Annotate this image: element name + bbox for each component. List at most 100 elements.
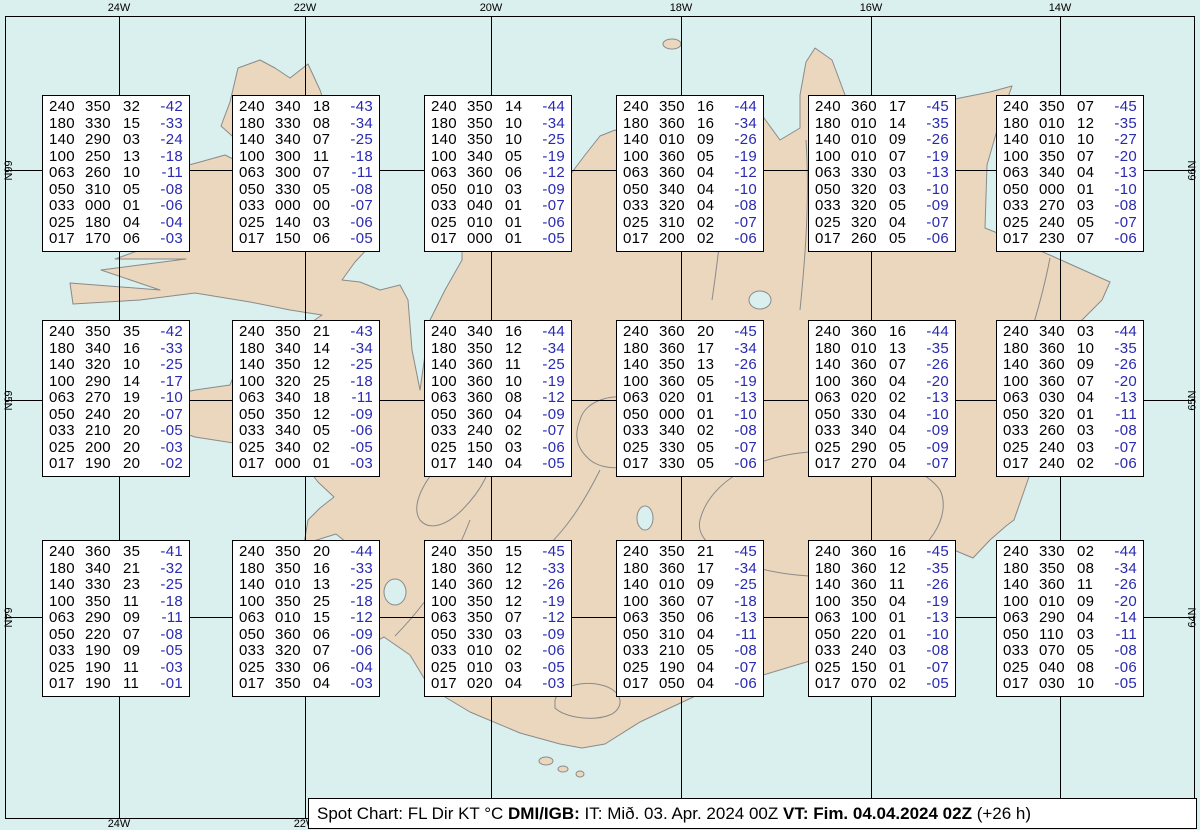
dir-value: 190 (659, 658, 685, 676)
fl-value: 100 (623, 592, 649, 610)
dir-value: 360 (659, 114, 685, 132)
kt-value: 11 (123, 675, 140, 692)
dir-value: 190 (85, 642, 111, 659)
kt-value: 10 (505, 372, 523, 390)
dir-value: 010 (1039, 592, 1065, 610)
lon-label-top-14w: 14W (1048, 2, 1072, 14)
dir-value: 270 (85, 389, 111, 406)
fl-value: 025 (431, 438, 457, 456)
temp-value: -08 (160, 180, 183, 198)
temp-value: -06 (542, 642, 565, 659)
fl-value: 063 (623, 389, 649, 406)
temp-value: -25 (160, 576, 183, 593)
fl-value: 050 (815, 625, 841, 643)
dir-value: 320 (275, 372, 301, 390)
kt-value: 10 (123, 164, 141, 181)
fl-value: 180 (1003, 339, 1029, 357)
fl-value: 140 (431, 576, 457, 593)
kt-value: 13 (697, 356, 715, 373)
fl-value: 017 (49, 230, 75, 247)
temp-value: -08 (350, 180, 373, 198)
kt-value: 02 (505, 422, 523, 439)
fl-value: 033 (431, 422, 457, 439)
kt-value: 19 (123, 389, 141, 406)
kt-value: 05 (889, 438, 907, 456)
temp-value: -12 (542, 389, 565, 406)
dir-value: 070 (851, 675, 877, 692)
temp-value: -05 (160, 642, 183, 659)
lon-label-top-20w: 20W (479, 2, 503, 14)
dir-value: 350 (467, 339, 493, 357)
dir-value: 360 (851, 576, 877, 593)
fl-value: 180 (239, 114, 265, 132)
temp-value: -06 (734, 455, 757, 472)
dir-value: 340 (85, 339, 111, 357)
fl-value: 017 (1003, 455, 1029, 472)
temp-value: -13 (926, 609, 949, 626)
fl-value: 050 (49, 180, 75, 198)
fl-value: 140 (815, 131, 841, 148)
fl-value: 140 (623, 131, 649, 148)
fl-value: 033 (239, 422, 265, 439)
temp-value: -11 (735, 625, 757, 643)
lat-label-left-65n: 65N (1, 390, 14, 411)
dir-value: 300 (275, 164, 301, 181)
fl-value: 033 (431, 642, 457, 659)
temp-value: -25 (734, 576, 757, 593)
chart-caption: Spot Chart: FL Dir KT °C DMI/IGB: IT: Mi… (308, 798, 1197, 829)
kt-value: 04 (505, 675, 523, 692)
temp-value: -43 (350, 98, 373, 115)
kt-value: 11 (505, 356, 522, 373)
fl-value: 050 (815, 405, 841, 423)
temp-value: -45 (542, 543, 565, 560)
kt-value: 18 (313, 389, 331, 406)
temp-value: -44 (542, 323, 565, 340)
fl-value: 140 (49, 576, 75, 593)
dir-value: 350 (275, 356, 301, 373)
kt-value: 05 (697, 372, 715, 390)
island-grimsey (662, 38, 682, 50)
fl-value: 017 (49, 455, 75, 472)
temp-value: -19 (734, 147, 757, 165)
kt-value: 02 (505, 642, 523, 659)
fl-value: 017 (623, 230, 649, 247)
dir-value: 350 (275, 592, 301, 610)
dir-value: 360 (1039, 372, 1065, 390)
temp-value: -08 (160, 625, 183, 643)
dir-value: 240 (1039, 455, 1065, 472)
dir-value: 260 (1039, 422, 1065, 439)
kt-value: 13 (889, 339, 907, 357)
fl-value: 140 (49, 356, 75, 373)
dir-value: 230 (1039, 230, 1065, 247)
fl-value: 140 (623, 356, 649, 373)
temp-value: -06 (160, 197, 183, 214)
temp-value: -43 (350, 323, 373, 340)
fl-value: 180 (815, 559, 841, 577)
temp-value: -05 (1114, 675, 1137, 692)
dir-value: 010 (1039, 131, 1065, 148)
lat-label-left-64n: 64N (1, 607, 14, 628)
temp-value: -13 (926, 164, 949, 181)
kt-value: 04 (505, 455, 523, 472)
kt-value: 02 (313, 438, 331, 456)
